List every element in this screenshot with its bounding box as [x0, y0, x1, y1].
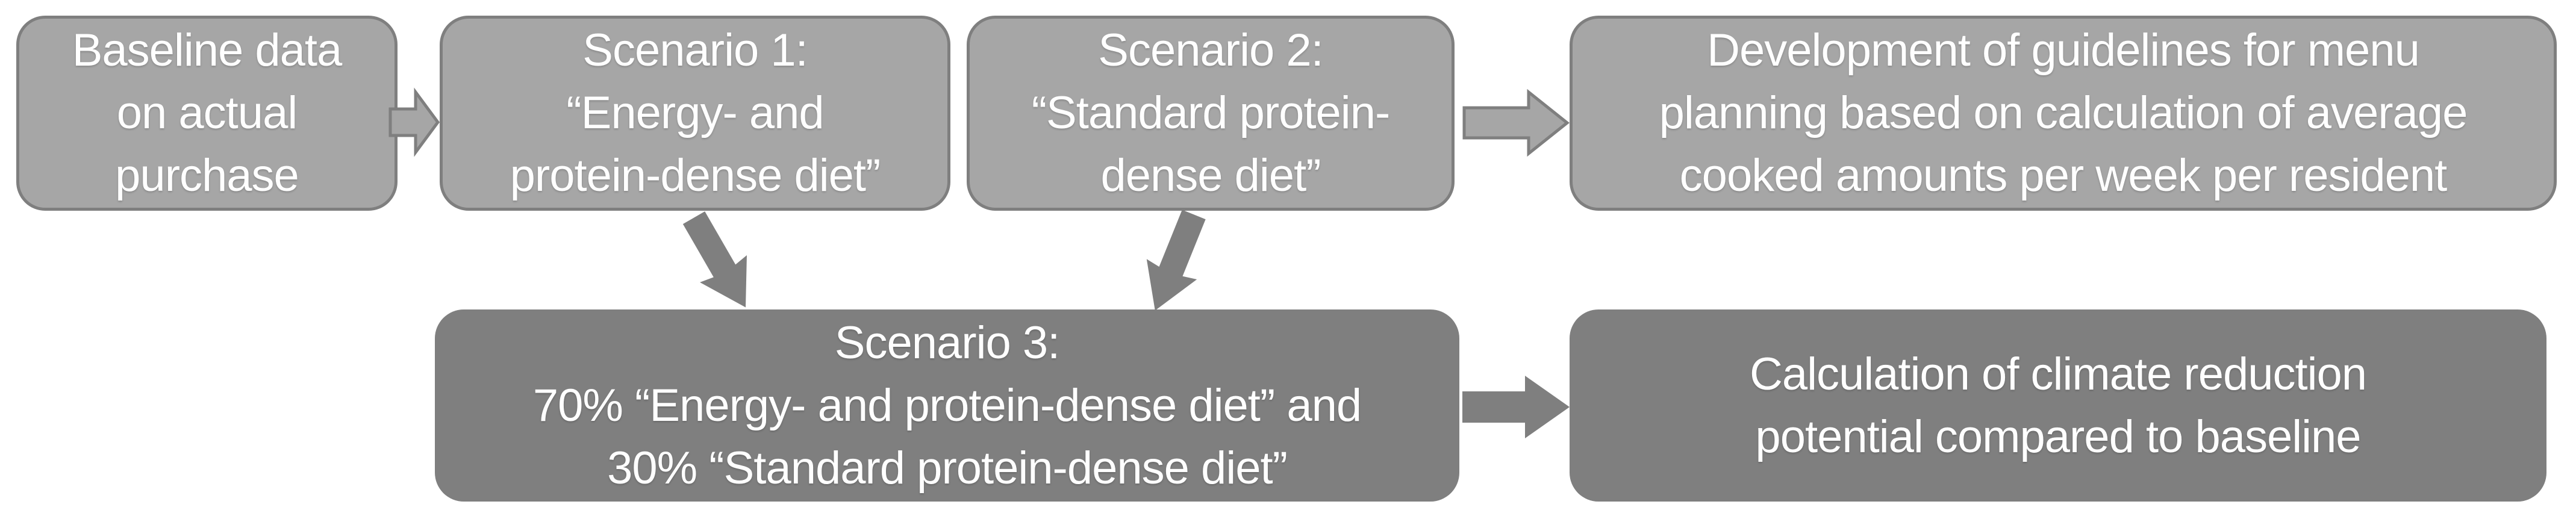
box-guidelines-label: Development of guidelines for menu plann… — [1659, 25, 2468, 201]
box-baseline-data: Baseline data on actual purchase — [16, 16, 398, 211]
arrow-right-baseline-to-scenario1-icon — [388, 86, 440, 158]
arrow-diagonal-scenario1-to-scenario3-icon — [670, 204, 769, 321]
box-scenario1: Scenario 1: “Energy- and protein-dense d… — [440, 16, 950, 211]
box-scenario3-label: Scenario 3: 70% “Energy- and protein-den… — [532, 317, 1362, 494]
box-scenario2: Scenario 2: “Standard protein- dense die… — [967, 16, 1455, 211]
box-climate-calculation-label: Calculation of climate reduction potenti… — [1749, 348, 2367, 462]
box-guidelines: Development of guidelines for menu plann… — [1570, 16, 2557, 211]
arrow-diagonal-scenario2-to-scenario3-icon — [1130, 204, 1219, 320]
box-scenario3: Scenario 3: 70% “Energy- and protein-den… — [435, 309, 1459, 502]
arrow-right-scenario3-to-climate-icon — [1462, 372, 1570, 442]
box-scenario1-label: Scenario 1: “Energy- and protein-dense d… — [510, 25, 881, 201]
box-baseline-data-label: Baseline data on actual purchase — [72, 25, 343, 201]
box-scenario2-label: Scenario 2: “Standard protein- dense die… — [1031, 25, 1391, 201]
box-climate-calculation: Calculation of climate reduction potenti… — [1570, 309, 2546, 502]
arrow-right-scenario2-to-guidelines-icon — [1462, 87, 1570, 158]
